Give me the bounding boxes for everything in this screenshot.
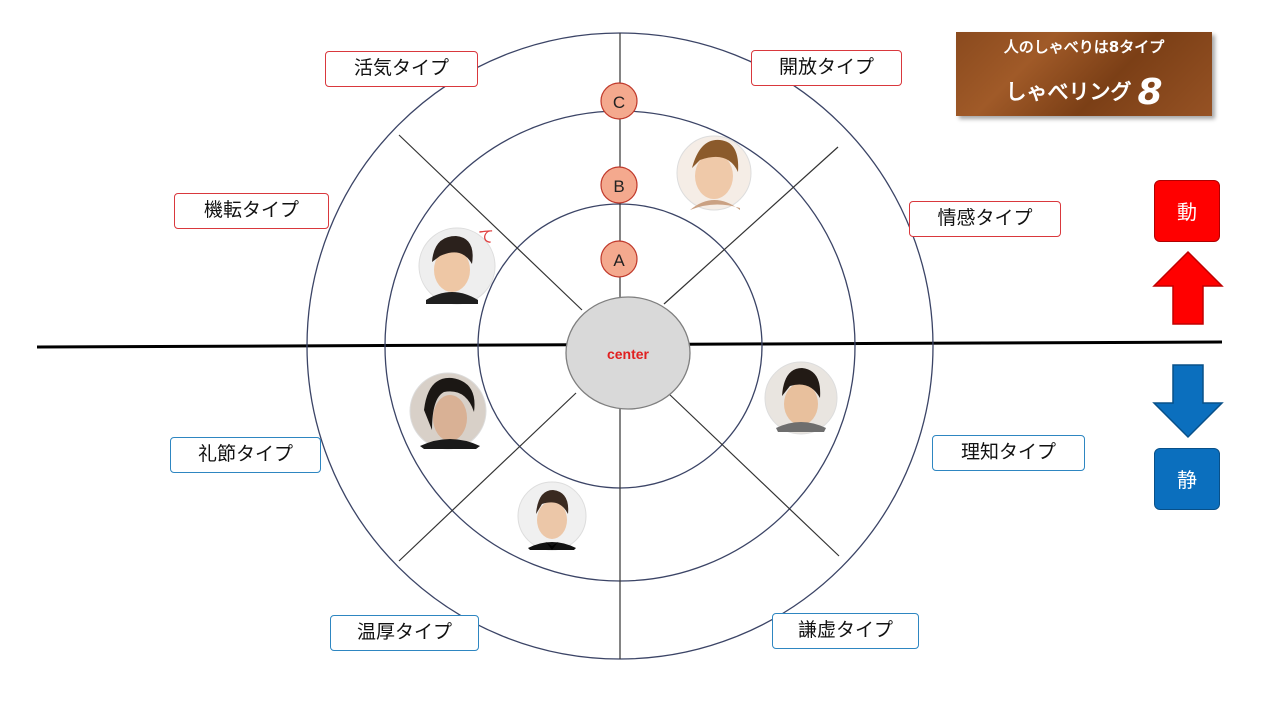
ring-marker-a-label: A — [613, 251, 625, 270]
spoke-lower-left — [398, 392, 577, 562]
title-main-number: 8 — [1137, 72, 1163, 113]
center-label: center — [607, 346, 650, 362]
portrait-photo-kiten: て — [418, 227, 496, 305]
portrait-photo-reisetsu — [409, 372, 487, 450]
down-arrow-icon — [1152, 364, 1224, 439]
type-label-jokan: 情感タイプ — [909, 201, 1061, 237]
portrait-photo-richi — [764, 361, 838, 435]
type-label-kaiho: 開放タイプ — [751, 50, 902, 86]
center-node — [565, 296, 691, 410]
type-label-kakki: 活気タイプ — [325, 51, 478, 87]
type-label-kiten: 機転タイプ — [174, 193, 329, 229]
ring-marker-b — [600, 166, 638, 204]
ring-marker-c-label: C — [613, 93, 625, 112]
type-label-kenkyo: 謙虚タイプ — [772, 613, 919, 649]
svg-text:て: て — [478, 227, 494, 246]
type-label-onko: 温厚タイプ — [330, 615, 479, 651]
spoke-upper-right — [663, 146, 839, 305]
portrait-photo-jokan — [676, 135, 752, 211]
portrait-photo-onko — [517, 481, 587, 551]
up-arrow-icon — [1152, 250, 1224, 325]
ring-marker-c — [600, 82, 638, 120]
type-label-reisetsu: 礼節タイプ — [170, 437, 321, 473]
title-subtitle: 人のしゃべりは8タイプ — [1003, 38, 1165, 56]
ring-marker-a — [600, 240, 638, 278]
title-main-text: しゃべリング — [1005, 80, 1132, 104]
active-indicator: 動 — [1154, 180, 1220, 242]
ring-marker-b-label: B — [613, 177, 624, 196]
type-label-richi: 理知タイプ — [932, 435, 1085, 471]
calm-indicator: 静 — [1154, 448, 1220, 510]
spoke-upper-left — [398, 134, 583, 311]
spoke-lower-right — [667, 392, 840, 557]
